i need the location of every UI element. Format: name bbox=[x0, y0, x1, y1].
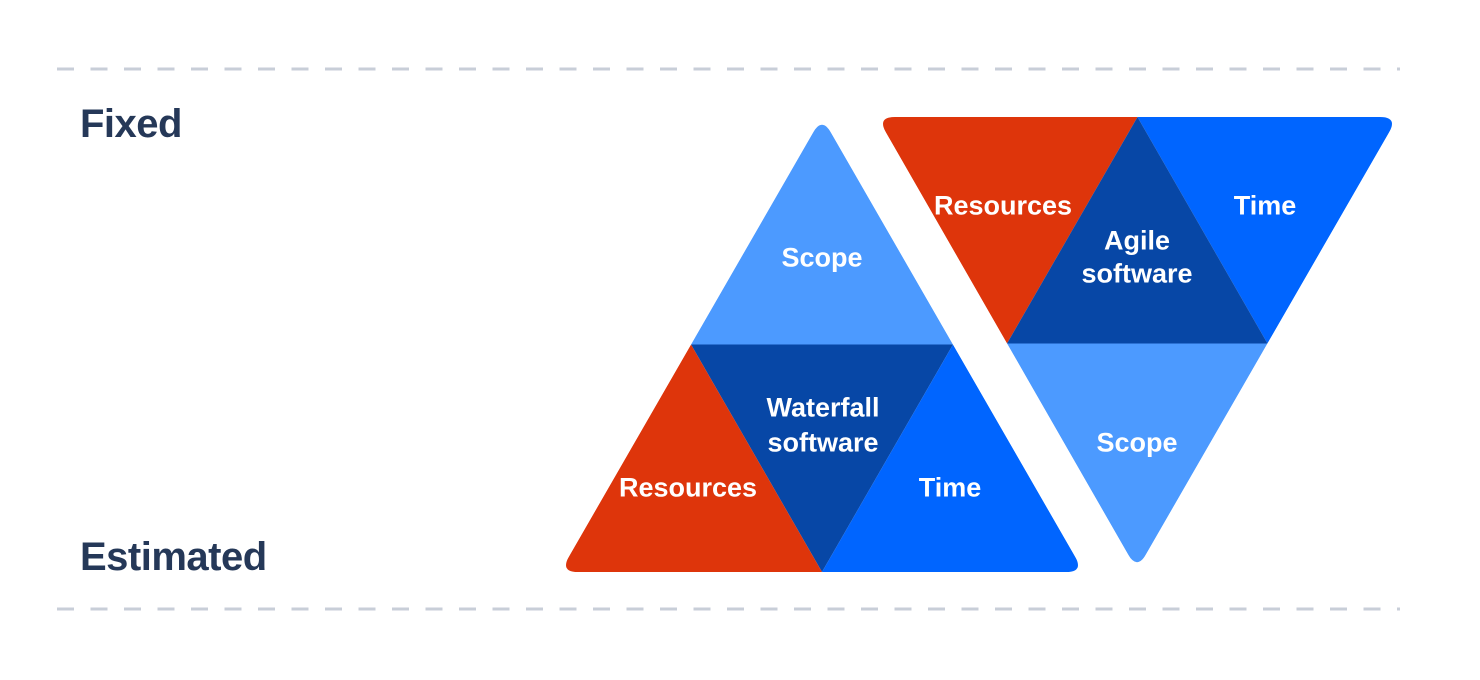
agile-scope-label: Scope bbox=[1096, 427, 1177, 457]
waterfall-time-section bbox=[822, 344, 1078, 572]
agile-time-label: Time bbox=[1234, 190, 1297, 220]
waterfall-triangle bbox=[566, 124, 1078, 572]
waterfall-title-line1: Waterfall bbox=[766, 392, 879, 422]
waterfall-resources-section bbox=[566, 344, 822, 572]
agile-center-section bbox=[1007, 117, 1268, 344]
agile-triangle bbox=[883, 117, 1392, 563]
waterfall-center-section bbox=[691, 344, 953, 572]
agile-resources-section bbox=[883, 117, 1138, 344]
agile-scope-section bbox=[1007, 343, 1268, 563]
waterfall-scope-section bbox=[691, 124, 953, 345]
agile-title-line1: Agile bbox=[1104, 225, 1170, 255]
waterfall-time-label: Time bbox=[919, 472, 982, 502]
agile-time-section bbox=[1137, 117, 1392, 344]
waterfall-resources-label: Resources bbox=[619, 472, 757, 502]
waterfall-scope-label: Scope bbox=[781, 242, 862, 272]
agile-resources-label: Resources bbox=[934, 190, 1072, 220]
agile-title-line2: software bbox=[1081, 258, 1192, 288]
estimated-axis-label: Estimated bbox=[80, 535, 267, 579]
fixed-axis-label: Fixed bbox=[80, 102, 182, 146]
waterfall-title-line2: software bbox=[767, 427, 878, 457]
